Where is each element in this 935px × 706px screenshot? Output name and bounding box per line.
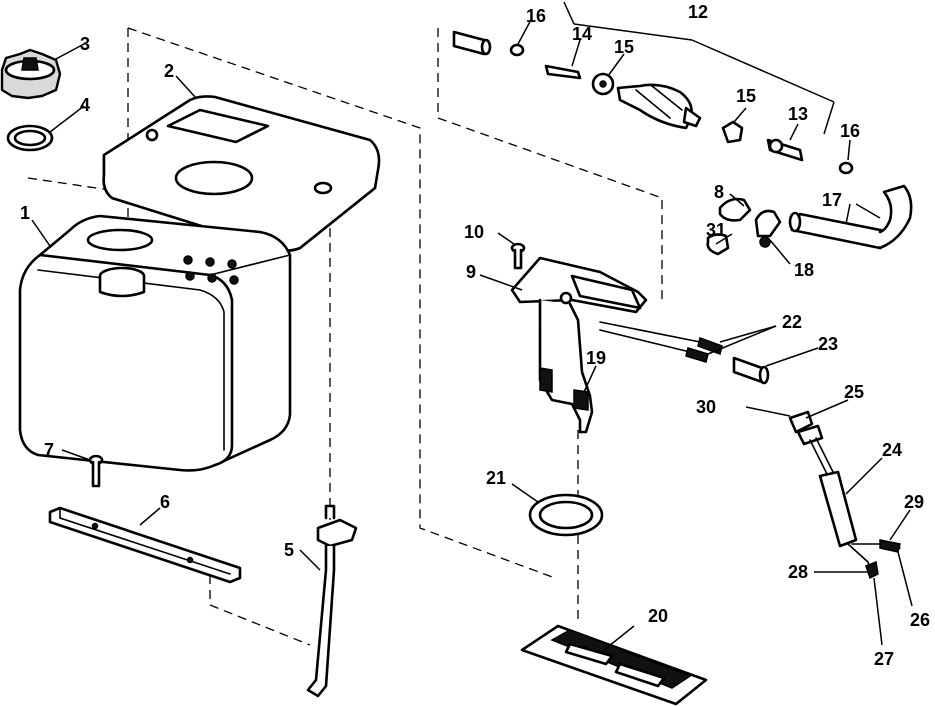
callout-8: 8	[714, 182, 724, 202]
callout-10: 10	[464, 222, 484, 242]
wire-connector	[732, 356, 770, 385]
callout-22: 22	[782, 312, 802, 332]
callout-17: 17	[822, 190, 842, 210]
callout-28: 28	[788, 562, 808, 582]
callout-23: 23	[818, 334, 838, 354]
pickup-gasket	[528, 493, 604, 537]
callout-21: 21	[486, 468, 506, 488]
callout-4: 4	[80, 95, 90, 115]
callout-30: 30	[696, 397, 716, 417]
callout-29: 29	[904, 492, 924, 512]
callout-16-right: 16	[840, 121, 860, 141]
sender-plate	[520, 624, 708, 706]
callout-12: 12	[688, 2, 708, 22]
tank-cover	[102, 95, 381, 252]
mounting-screw	[88, 454, 104, 488]
callout-labels: 3 4 2 1 7 6 5 10 9 16 14 15 12 15 13 16 …	[20, 2, 930, 669]
callout-7: 7	[44, 440, 54, 460]
callout-6: 6	[160, 492, 170, 512]
leader-lines	[31, 1, 913, 651]
callout-24: 24	[882, 440, 902, 460]
o-ring-gasket	[6, 124, 54, 152]
fuel-pickup-assembly	[510, 256, 648, 434]
callout-25: 25	[844, 382, 864, 402]
fuel-hose	[788, 184, 913, 250]
callout-3: 3	[80, 34, 90, 54]
callout-2: 2	[164, 61, 174, 81]
callout-15-top: 15	[614, 37, 634, 57]
callout-15-right: 15	[736, 86, 756, 106]
callout-5: 5	[284, 540, 294, 560]
callout-9: 9	[466, 262, 476, 282]
fuel-tank	[18, 214, 292, 472]
fuel-gauge-probe	[306, 504, 358, 698]
pickup-screw	[510, 242, 526, 270]
callout-16-top: 16	[526, 6, 546, 26]
sender-cable	[788, 410, 901, 580]
sender-wires	[599, 321, 723, 363]
callout-1: 1	[20, 203, 30, 223]
callout-13: 13	[788, 104, 808, 124]
fuel-cap	[0, 48, 62, 100]
callout-20: 20	[648, 606, 668, 626]
tank-bracket	[48, 506, 242, 584]
fitting-parts-group	[452, 30, 854, 175]
callout-31: 31	[706, 220, 726, 240]
callout-14: 14	[572, 24, 592, 44]
callout-18: 18	[794, 260, 814, 280]
callout-27: 27	[874, 649, 894, 669]
callout-26: 26	[910, 610, 930, 630]
callout-19: 19	[586, 348, 606, 368]
